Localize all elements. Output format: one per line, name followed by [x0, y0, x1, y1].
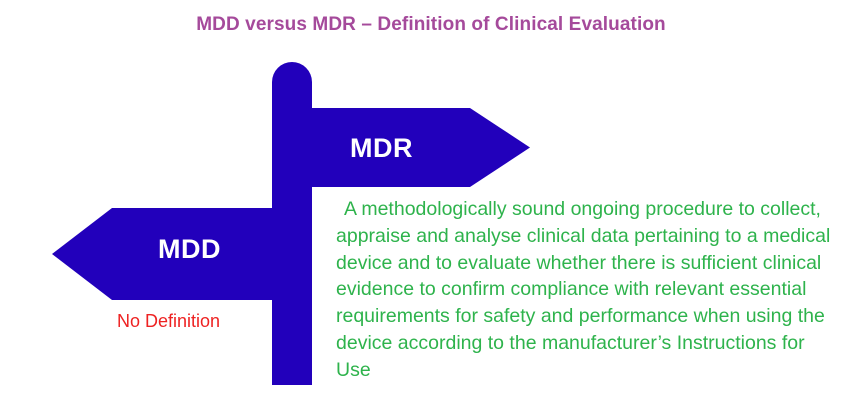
mdd-arrow-label: MDD — [158, 234, 221, 264]
mdr-arrow-shape — [300, 108, 530, 187]
mdr-arrow-label: MDR — [350, 133, 413, 163]
mdr-definition-text: A methodologically sound ongoing procedu… — [336, 198, 831, 381]
mdd-definition-text: No Definition — [117, 311, 221, 331]
signpost-post-shape — [272, 62, 312, 385]
page-title: MDD versus MDR – Definition of Clinical … — [196, 14, 666, 35]
